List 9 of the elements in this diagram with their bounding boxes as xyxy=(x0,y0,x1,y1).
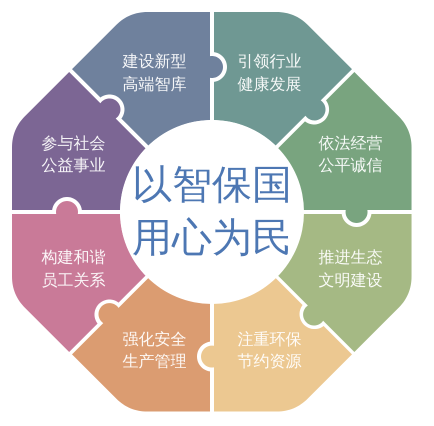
segment-label: 注重环保节约资源 xyxy=(236,328,302,373)
segment-label: 引领行业健康发展 xyxy=(236,51,302,96)
segment-label: 依法经营公平诚信 xyxy=(318,132,384,177)
segment-label: 建设新型高端智库 xyxy=(121,51,188,96)
segment-label: 推进生态文明建设 xyxy=(318,247,384,292)
segment-label: 强化安全生产管理 xyxy=(122,328,188,373)
segment-label: 构建和谐员工关系 xyxy=(40,247,106,292)
slogan-text: 以智保国用心为民 xyxy=(131,161,293,263)
segment-label: 参与社会公益事业 xyxy=(40,132,106,177)
